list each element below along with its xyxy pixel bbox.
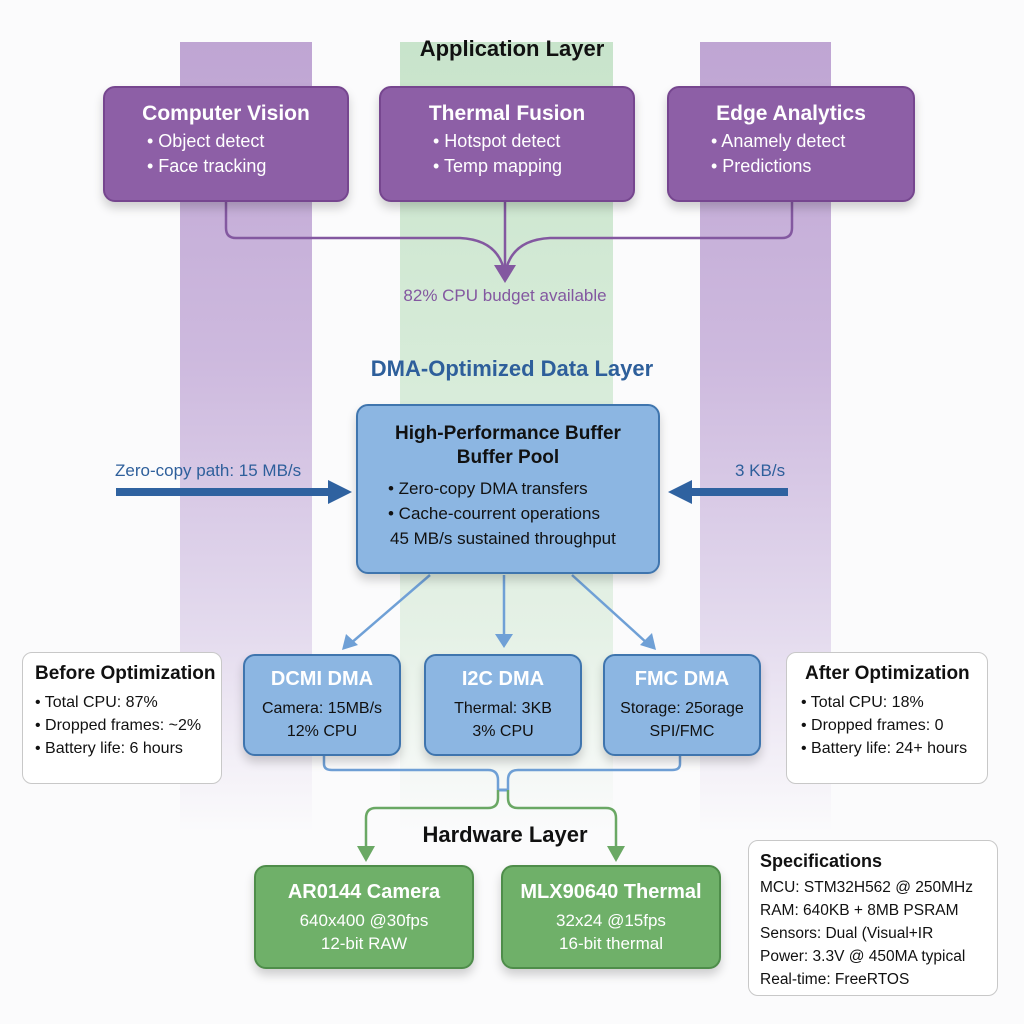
computer-vision-box: Computer Vision • Object detect • Face t… [103, 86, 349, 202]
hw-connector-left [364, 790, 500, 850]
before-item: • Dropped frames: ~2% [35, 717, 202, 734]
application-layer-title: Application Layer [419, 36, 605, 61]
dma-line: Camera: 15MB/s [261, 700, 383, 717]
box-title: Edge Analytics [716, 102, 866, 125]
device-line: 32x24 @15fps [556, 911, 666, 930]
kbs-arrowhead [668, 480, 692, 504]
buffer-pool-title-line2: Buffer Pool [456, 447, 560, 468]
ar0144-camera-box: AR0144 Camera 640x400 @30fps 12-bit RAW [254, 865, 474, 969]
dma-line: 12% CPU [286, 723, 358, 740]
spec-line: Sensors: Dual (Visual+IR [760, 925, 934, 942]
dma-line: Storage: 25orage [620, 700, 744, 717]
mlx90640-thermal-box: MLX90640 Thermal 32x24 @15fps 16-bit the… [501, 865, 721, 969]
dma-merge-right [506, 756, 682, 790]
dma-title: DCMI DMA [270, 668, 374, 690]
device-line: 640x400 @30fps [299, 911, 429, 930]
box-item: • Object detect [147, 131, 265, 151]
box-item: • Temp mapping [433, 156, 563, 176]
dma-line: Thermal: 3KB [454, 700, 552, 717]
after-item: • Battery life: 24+ hours [801, 740, 968, 757]
cpu-budget-label: 82% CPU budget available [403, 286, 607, 305]
after-item: • Dropped frames: 0 [801, 717, 944, 734]
buffer-pool-box: High-Performance Buffer Buffer Pool • Ze… [356, 404, 660, 574]
thermal-rate-label: 3 KB/s [735, 461, 786, 480]
hw-connector-right [506, 790, 618, 850]
buffer-pool-title-line1: High-Performance Buffer [395, 423, 621, 444]
before-item: • Battery life: 6 hours [35, 740, 183, 757]
fmc-dma-box: FMC DMA Storage: 25orage SPI/FMC [603, 654, 761, 756]
thermal-fusion-box: Thermal Fusion • Hotspot detect • Temp m… [379, 86, 635, 202]
before-optimization-box: Before Optimization • Total CPU: 87% • D… [22, 652, 222, 784]
buffer-pool-throughput: 45 MB/s sustained throughput [390, 529, 616, 548]
spec-line: Power: 3.3V @ 450MA typical [760, 948, 966, 965]
device-title: AR0144 Camera [287, 881, 441, 903]
spec-line: MCU: STM32H562 @ 250MHz [760, 879, 973, 896]
zero-copy-arrowhead [328, 480, 352, 504]
app-connector-left [224, 202, 507, 276]
box-item: • Anamely detect [711, 131, 846, 151]
buffer-pool-item: • Zero-copy DMA transfers [388, 479, 588, 498]
buffer-to-fmc-arrow [571, 574, 649, 645]
edge-analytics-box: Edge Analytics • Anamely detect • Predic… [667, 86, 915, 202]
device-line: 16-bit thermal [559, 934, 663, 953]
dcmi-dma-box: DCMI DMA Camera: 15MB/s 12% CPU [243, 654, 401, 756]
dma-merge-left [322, 756, 500, 790]
hardware-layer-title: Hardware Layer [422, 822, 588, 847]
device-title: MLX90640 Thermal [520, 881, 702, 903]
buffer-pool-title: High-Performance Buffer Buffer Pool [358, 422, 658, 470]
before-item: • Total CPU: 87% [35, 694, 158, 711]
zero-copy-path-label: Zero-copy path: 15 MB/s [115, 461, 302, 480]
after-item: • Total CPU: 18% [801, 694, 924, 711]
dma-title: FMC DMA [634, 668, 730, 690]
device-line: 12-bit RAW [320, 934, 408, 953]
box-title: Computer Vision [142, 102, 310, 125]
budget-arrowhead [494, 265, 516, 283]
specifications-box: Specifications MCU: STM32H562 @ 250MHz R… [748, 840, 998, 996]
dma-line: SPI/FMC [649, 723, 715, 740]
spec-line: RAM: 640KB + 8MB PSRAM [760, 902, 959, 919]
specifications-title: Specifications [760, 851, 883, 871]
i2c-dma-box: I2C DMA Thermal: 3KB 3% CPU [424, 654, 582, 756]
dma-title: I2C DMA [461, 668, 545, 690]
app-connector-right [503, 202, 794, 276]
before-optimization-title: Before Optimization [35, 663, 216, 684]
data-layer-title: DMA-Optimized Data Layer [370, 356, 654, 381]
box-item: • Face tracking [147, 156, 267, 176]
box-item: • Hotspot detect [433, 131, 561, 151]
spec-line: Real-time: FreeRTOS [760, 971, 910, 988]
after-optimization-box: After Optimization • Total CPU: 18% • Dr… [786, 652, 988, 784]
after-optimization-title: After Optimization [805, 663, 970, 684]
box-item: • Predictions [711, 156, 812, 176]
box-title: Thermal Fusion [428, 102, 586, 125]
dma-line: 3% CPU [472, 723, 534, 740]
buffer-pool-item: • Cache-courrent operations [388, 504, 600, 523]
buffer-to-dcmi-arrow [349, 574, 431, 645]
